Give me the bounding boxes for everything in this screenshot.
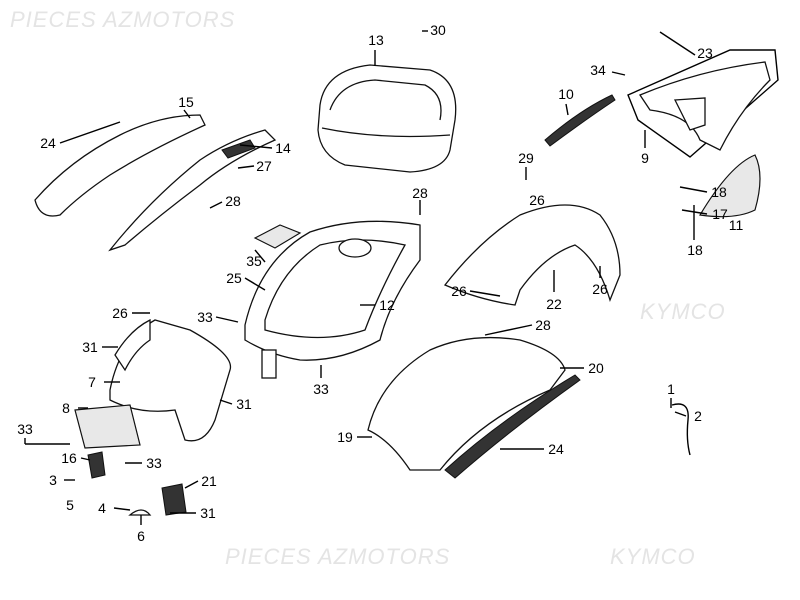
callout-33: 33 <box>313 381 329 397</box>
callout-30: 30 <box>430 22 446 38</box>
grab-rail <box>544 94 616 147</box>
callout-20: 20 <box>588 360 604 376</box>
callout-19: 19 <box>337 429 353 445</box>
callout-16: 16 <box>61 450 77 466</box>
callout-22: 22 <box>546 296 562 312</box>
callout-4: 4 <box>98 500 106 516</box>
callout-28: 28 <box>535 317 551 333</box>
callout-28: 28 <box>225 193 241 209</box>
callout-8: 8 <box>62 400 70 416</box>
callout-11: 11 <box>729 217 744 233</box>
callout-24: 24 <box>40 135 56 151</box>
tag-panel <box>253 224 302 249</box>
bracket <box>87 451 106 479</box>
callout-33: 33 <box>17 421 33 437</box>
callout-26: 26 <box>112 305 128 321</box>
callout-31: 31 <box>236 396 252 412</box>
callout-35: 35 <box>246 253 262 269</box>
callout-7: 7 <box>88 374 96 390</box>
callout-26: 26 <box>529 192 545 208</box>
leader-lines <box>24 30 708 525</box>
callout-26: 26 <box>592 281 608 297</box>
callout-28: 28 <box>412 185 428 201</box>
callout-25: 25 <box>226 270 242 286</box>
watermark: KYMCO <box>610 544 696 569</box>
watermark: PIECES AZMOTORS <box>10 7 236 32</box>
callout-27: 27 <box>256 158 272 174</box>
left-side-cover <box>34 114 277 252</box>
callout-33: 33 <box>197 309 213 325</box>
rear-carrier <box>627 49 779 158</box>
clip <box>128 509 152 516</box>
callout-14: 14 <box>275 140 291 156</box>
callout-3: 3 <box>49 472 57 488</box>
callout-12: 12 <box>379 297 395 313</box>
tail-lamp-cover <box>699 154 761 218</box>
cable <box>671 403 691 456</box>
callout-34: 34 <box>590 62 606 78</box>
callout-21: 21 <box>201 473 217 489</box>
watermark: PIECES AZMOTORS <box>225 544 451 569</box>
callout-9: 9 <box>641 150 649 166</box>
front-inner-panel <box>74 318 232 449</box>
callout-2: 2 <box>694 408 702 424</box>
callout-18: 18 <box>687 242 703 258</box>
callout-5: 5 <box>66 497 74 513</box>
callout-10: 10 <box>558 86 574 102</box>
callout-31: 31 <box>200 505 216 521</box>
callout-26: 26 <box>451 283 467 299</box>
callout-23: 23 <box>697 45 713 61</box>
callout-18: 18 <box>711 184 727 200</box>
callout-1: 1 <box>667 381 675 397</box>
callout-6: 6 <box>137 528 145 544</box>
callout-17: 17 <box>712 206 728 222</box>
bracket <box>161 483 187 516</box>
right-side-panel <box>367 336 581 479</box>
watermark: KYMCO <box>640 299 726 324</box>
callout-13: 13 <box>368 32 384 48</box>
callout-31: 31 <box>82 339 98 355</box>
top-case <box>317 64 457 173</box>
callout-24: 24 <box>548 441 564 457</box>
storage-bin <box>244 220 421 379</box>
callout-29: 29 <box>518 150 534 166</box>
callout-15: 15 <box>178 94 194 110</box>
callout-33: 33 <box>146 455 162 471</box>
rear-fender-cover <box>443 204 621 306</box>
